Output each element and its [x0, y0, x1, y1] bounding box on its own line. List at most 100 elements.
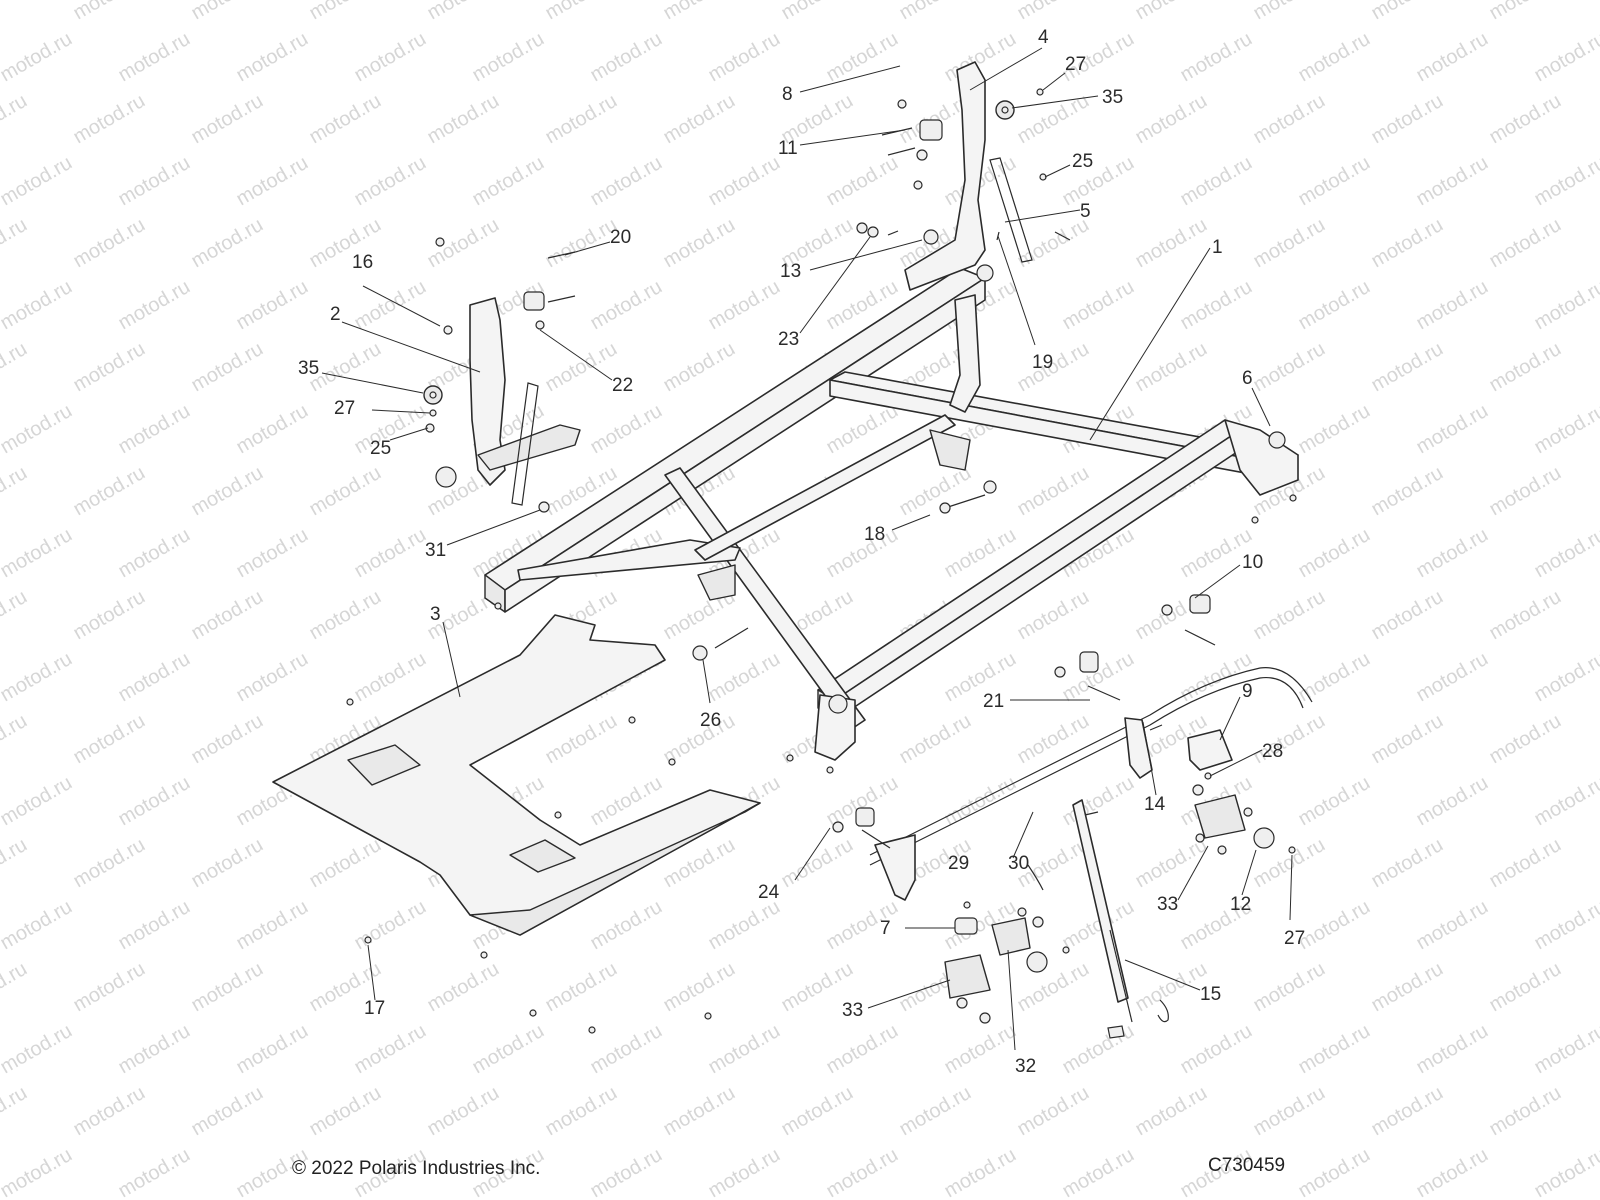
watermark-text: motod.ru [469, 28, 548, 87]
watermark-text: motod.ru [1531, 772, 1600, 831]
watermark-text: motod.ru [1531, 896, 1600, 955]
callout-25-lower: 25 [370, 438, 391, 459]
watermark-text: motod.ru [233, 1020, 312, 1079]
watermark-text: motod.ru [823, 524, 902, 583]
watermark-text: motod.ru [1486, 710, 1565, 769]
watermark-text: motod.ru [469, 1020, 548, 1079]
watermark-text: motod.ru [1413, 772, 1492, 831]
watermark-text: motod.ru [778, 1082, 857, 1141]
watermark-text: motod.ru [587, 1144, 666, 1200]
watermark-text: motod.ru [896, 1082, 975, 1141]
watermark-text: motod.ru [115, 772, 194, 831]
watermark-text: motod.ru [705, 152, 784, 211]
rear-rail-assembly [786, 594, 1313, 901]
watermark-text: motod.ru [587, 152, 666, 211]
leader-lines [321, 47, 1293, 1051]
callout-5: 5 [1080, 201, 1091, 222]
watermark-text: motod.ru [823, 152, 902, 211]
gas-strut [1027, 799, 1169, 1039]
watermark-text: motod.ru [587, 276, 666, 335]
watermark-text: motod.ru [306, 90, 385, 149]
watermark-text: motod.ru [233, 648, 312, 707]
callout-29: 29 [948, 853, 969, 874]
watermark-text: motod.ru [1014, 0, 1093, 24]
watermark-text: motod.ru [1014, 1082, 1093, 1141]
watermark-text: motod.ru [0, 28, 76, 87]
watermark-text: motod.ru [1295, 772, 1374, 831]
watermark-text: motod.ru [1014, 338, 1093, 397]
watermark-text: motod.ru [188, 214, 267, 273]
watermark-text: motod.ru [1132, 958, 1211, 1017]
watermark-text: motod.ru [1413, 400, 1492, 459]
watermark-text: motod.ru [1295, 524, 1374, 583]
watermark-text: motod.ru [660, 958, 739, 1017]
watermark-text: motod.ru [1531, 28, 1600, 87]
watermark-text: motod.ru [70, 462, 149, 521]
watermark-text: motod.ru [351, 896, 430, 955]
watermark-text: motod.ru [1413, 896, 1492, 955]
watermark-text: motod.ru [1295, 28, 1374, 87]
callout-35-upper: 35 [1102, 87, 1123, 108]
watermark-text: motod.ru [1059, 1020, 1138, 1079]
watermark-text: motod.ru [1486, 214, 1565, 273]
callout-15: 15 [1200, 984, 1221, 1005]
watermark-text: motod.ru [1059, 152, 1138, 211]
watermark-text: motod.ru [1177, 28, 1256, 87]
watermark-text: motod.ru [70, 338, 149, 397]
watermark-text: motod.ru [233, 524, 312, 583]
watermark-text: motod.ru [424, 958, 503, 1017]
watermark-text: motod.ru [1486, 462, 1565, 521]
watermark-text: motod.ru [188, 338, 267, 397]
watermark-text: motod.ru [1531, 152, 1600, 211]
watermark-text: motod.ru [0, 152, 76, 211]
watermark-text: motod.ru [1368, 586, 1447, 645]
skid-plate-fasteners [346, 698, 712, 1034]
callout-2: 2 [330, 304, 341, 325]
watermark-text: motod.ru [1250, 90, 1329, 149]
watermark-text: motod.ru [1250, 958, 1329, 1017]
watermark-text: motod.ru [351, 1020, 430, 1079]
watermark-text: motod.ru [0, 276, 76, 335]
watermark-text: motod.ru [587, 28, 666, 87]
skid-plate [272, 614, 761, 936]
watermark-text: motod.ru [469, 152, 548, 211]
watermark-text: motod.ru [1413, 524, 1492, 583]
watermark-text: motod.ru [0, 648, 76, 707]
watermark-text: motod.ru [1413, 1020, 1492, 1079]
watermark-text: motod.ru [233, 896, 312, 955]
callout-18: 18 [864, 524, 885, 545]
watermark-text: motod.ru [660, 214, 739, 273]
callout-24: 24 [758, 882, 780, 903]
watermark-text: motod.ru [233, 276, 312, 335]
watermark-text: motod.ru [1486, 1082, 1565, 1141]
callout-27-left: 27 [334, 398, 355, 419]
watermark-text: motod.ru [1531, 1020, 1600, 1079]
watermark-text: motod.ru [188, 90, 267, 149]
watermark-text: motod.ru [542, 958, 621, 1017]
watermark-text: motod.ru [70, 958, 149, 1017]
watermark-text: motod.ru [1177, 276, 1256, 335]
parts-layer [272, 61, 1313, 1039]
watermark-text: motod.ru [1132, 1082, 1211, 1141]
callout-25-upper: 25 [1072, 151, 1093, 172]
main-frame [484, 264, 1299, 761]
callout-33-right: 33 [1157, 894, 1178, 915]
watermark-text: motod.ru [233, 28, 312, 87]
watermark-text: motod.ru [0, 958, 31, 1017]
diagram-id: C730459 [1208, 1155, 1286, 1176]
watermark-text: motod.ru [705, 276, 784, 335]
callout-14: 14 [1144, 794, 1166, 815]
bracket-hardware [425, 88, 1071, 513]
watermark-text: motod.ru [1132, 214, 1211, 273]
watermark-text: motod.ru [705, 1020, 784, 1079]
watermark-text: motod.ru [1486, 90, 1565, 149]
watermark-text: motod.ru [542, 0, 621, 24]
watermark-text: motod.ru [941, 648, 1020, 707]
watermark-text: motod.ru [70, 0, 149, 24]
watermark-text: motod.ru [705, 896, 784, 955]
watermark-text: motod.ru [1531, 1144, 1600, 1200]
watermark-text: motod.ru [70, 834, 149, 893]
watermark-text: motod.ru [1413, 276, 1492, 335]
watermark-text: motod.ru [896, 710, 975, 769]
